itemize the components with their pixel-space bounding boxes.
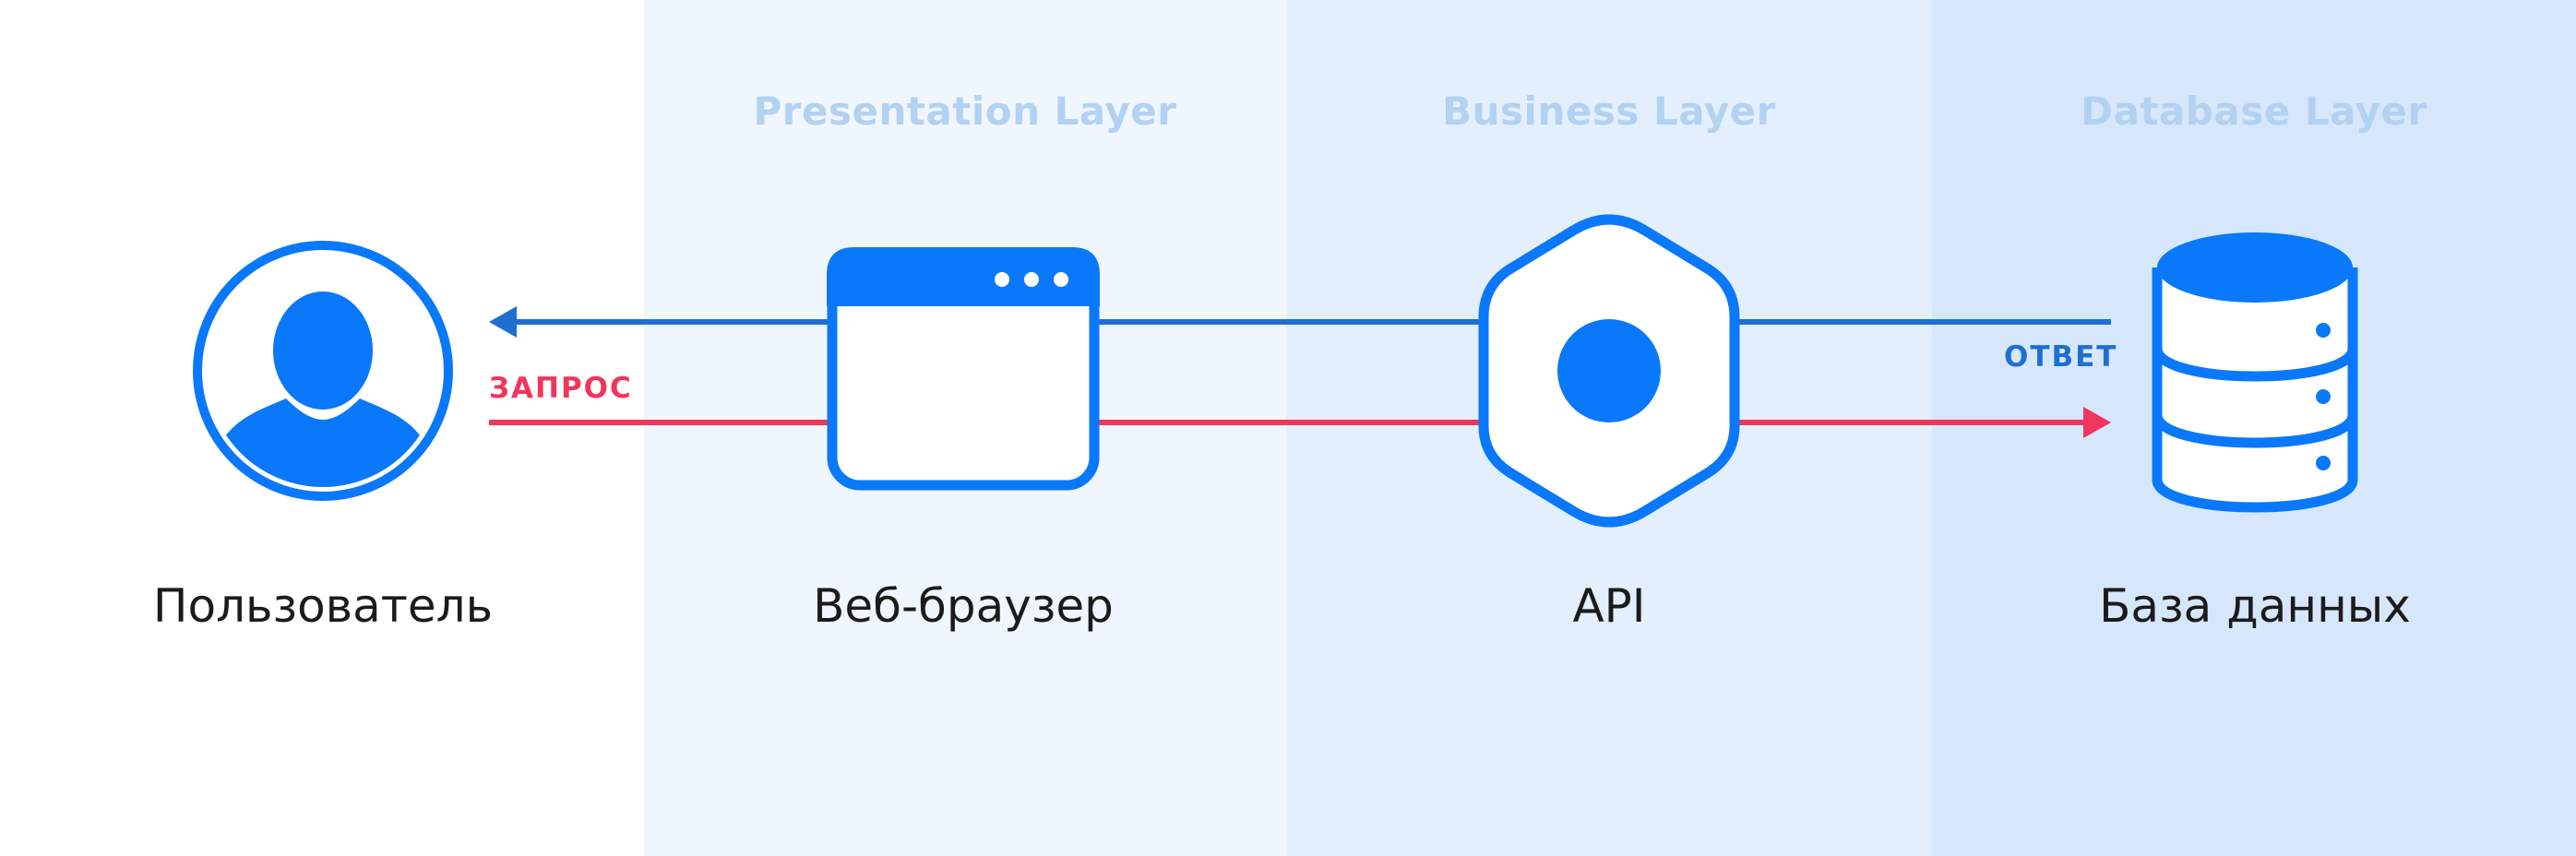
request-label: ЗАПРОС [489,372,633,405]
response-arrow [489,306,2111,338]
presentation-layer-title: Presentation Layer [753,89,1177,134]
business-layer-title: Business Layer [1442,89,1776,134]
response-label: ОТВЕТ [2004,340,2118,374]
browser-label: Веб-браузер [813,579,1114,633]
database-label: База данных [2099,579,2411,633]
database-layer-title: Database Layer [2081,89,2427,134]
browser-window-icon [827,247,1100,491]
request-arrow [489,407,2111,438]
database-icon [2152,232,2358,513]
user-label: Пользователь [152,579,494,633]
user-avatar-icon [193,241,453,501]
api-label: API [1572,579,1646,633]
business-layer-band: Business Layer [1286,0,1932,856]
hexagon-api-icon [1478,214,1740,528]
